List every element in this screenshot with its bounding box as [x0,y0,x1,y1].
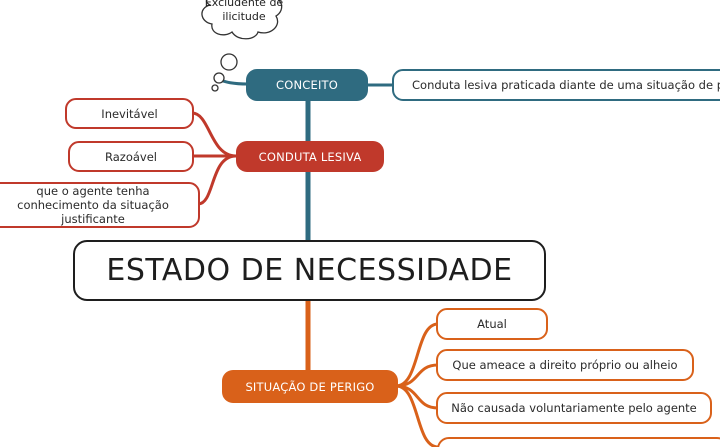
connector-situacao-more [395,384,439,447]
connector-conduta-inevitavel [191,111,237,158]
situacao-child-atual[interactable]: Atual [436,308,548,340]
thought-cloud-icon [201,0,283,92]
situacao-child-partial [437,437,720,447]
conceito-child-0[interactable]: Conduta lesiva praticada diante de uma s… [392,69,720,101]
central-topic[interactable]: ESTADO DE NECESSIDADE [73,240,546,301]
situacao-child-causada[interactable]: Não causada voluntariamente pelo agente [436,392,712,424]
connector-conduta-conhecimento [197,154,237,206]
branch-conceito[interactable]: CONCEITO [246,69,368,101]
conduta-child-conhecimento[interactable]: que o agente tenha conhecimento da situa… [0,182,200,228]
conceito-note: Excludente de ilicitude [204,0,284,23]
branch-conduta-lesiva[interactable]: CONDUTA LESIVA [236,141,384,172]
situacao-child-ameace[interactable]: Que ameace a direito próprio ou alheio [436,349,694,381]
branch-situacao-de-perigo[interactable]: SITUAÇÃO DE PERIGO [222,370,398,403]
connector-conceito-note [219,78,249,86]
conduta-child-inevitavel[interactable]: Inevitável [65,98,194,129]
conduta-child-razoavel[interactable]: Razoável [68,141,194,172]
